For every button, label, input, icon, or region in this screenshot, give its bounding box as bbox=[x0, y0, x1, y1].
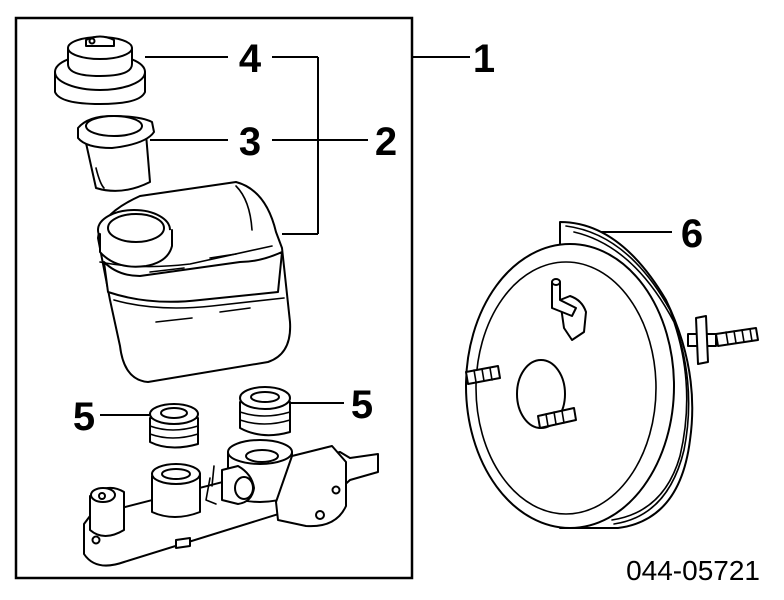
assembly-frame bbox=[14, 16, 414, 580]
grommet-right bbox=[239, 386, 291, 437]
brake-booster bbox=[465, 221, 759, 529]
callout-6: 6 bbox=[681, 212, 703, 256]
callout-4: 4 bbox=[239, 37, 262, 81]
callout-1: 1 bbox=[473, 37, 495, 81]
reservoir-strainer bbox=[77, 115, 155, 192]
callout-3: 3 bbox=[239, 120, 261, 164]
leader-lines bbox=[100, 56, 672, 416]
brake-fluid-reservoir bbox=[97, 181, 292, 383]
callout-5-right: 5 bbox=[351, 383, 373, 427]
diagram-code: 044-05721 bbox=[626, 555, 760, 586]
callout-5-left: 5 bbox=[73, 395, 95, 439]
callout-2: 2 bbox=[375, 120, 397, 164]
grommet-left bbox=[149, 403, 199, 449]
master-cylinder-body bbox=[83, 439, 379, 567]
reservoir-cap bbox=[54, 35, 146, 105]
